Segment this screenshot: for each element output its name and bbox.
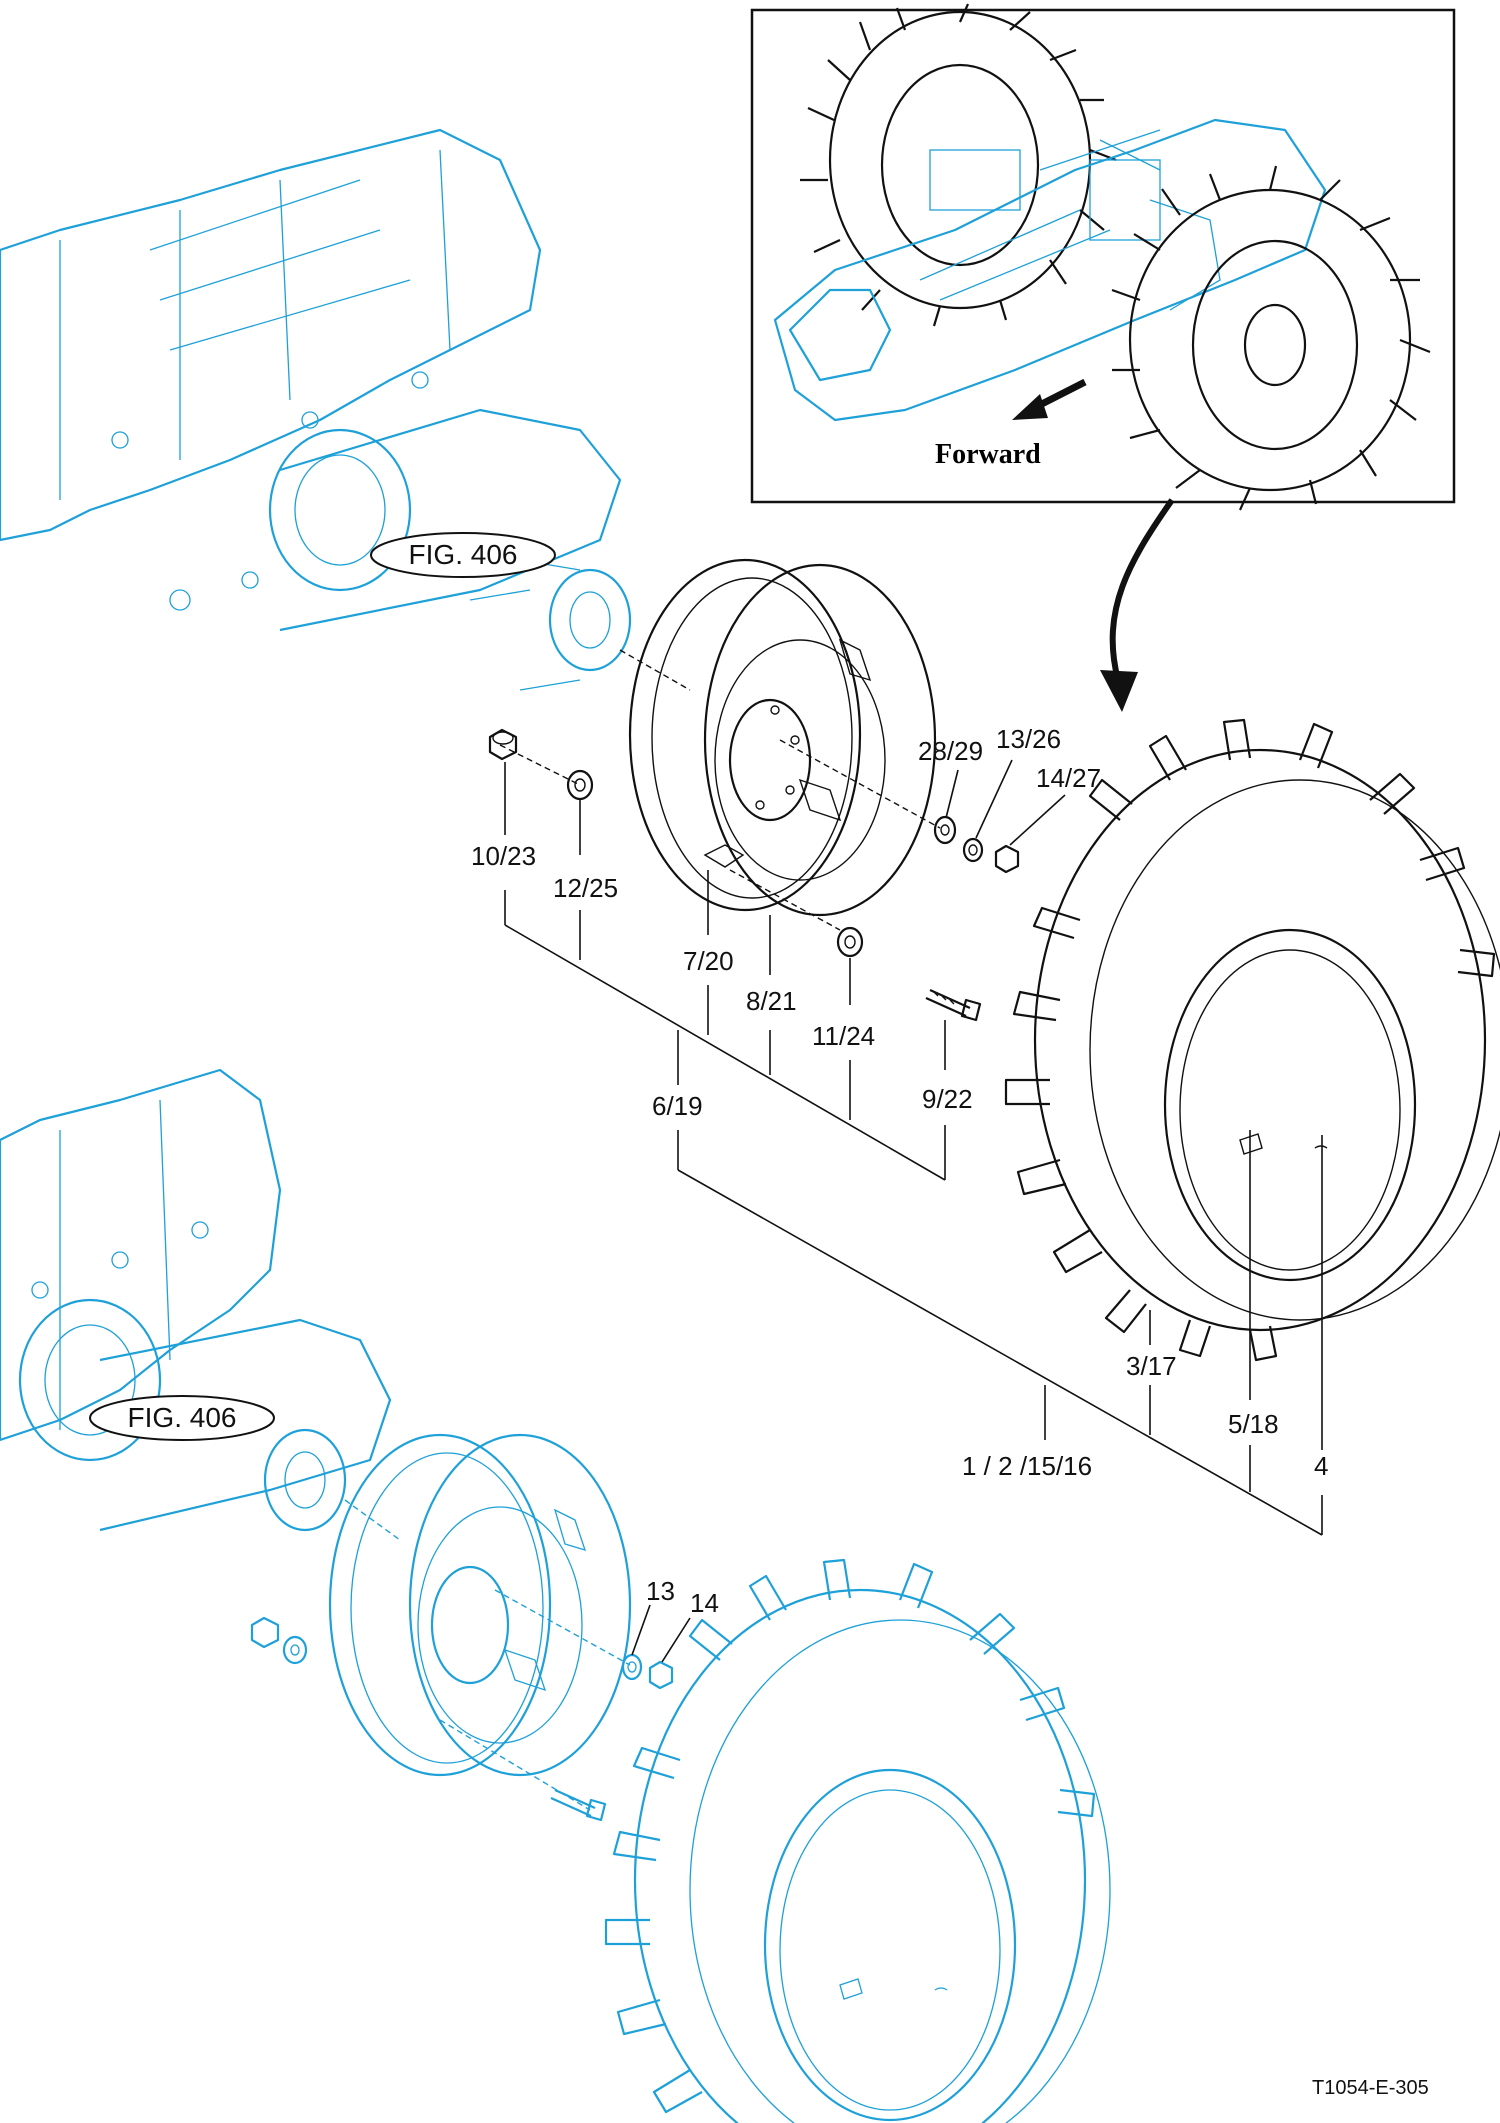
lower-nut-left xyxy=(250,1616,280,1649)
lower-washer-13 xyxy=(621,1653,643,1681)
inset-right-tire xyxy=(1111,165,1431,511)
callout-12-25: 12/25 xyxy=(553,873,618,903)
upper-hardware xyxy=(488,728,1020,1022)
upper-washer-11-24 xyxy=(836,926,864,958)
fig-ref-upper-text: FIG. 406 xyxy=(409,539,518,570)
upper-nut-14-27 xyxy=(994,844,1020,874)
lower-hardware xyxy=(250,1589,674,1822)
upper-washer-left xyxy=(566,769,594,801)
callout-labels: 28/29 13/26 14/27 10/23 12/25 7/20 8/21 … xyxy=(471,724,1328,1618)
fig-ref-lower-callout: FIG. 406 xyxy=(89,1395,275,1441)
callout-13: 13 xyxy=(646,1576,675,1606)
callout-10-23: 10/23 xyxy=(471,841,536,871)
callout-4: 4 xyxy=(1314,1451,1328,1481)
fig-ref-upper-callout: FIG. 406 xyxy=(370,532,556,578)
callout-9-22: 9/22 xyxy=(922,1084,973,1114)
curved-pointer-arrow-icon xyxy=(1100,498,1175,712)
lower-bolt xyxy=(550,1788,607,1822)
upper-washer-28-29 xyxy=(933,815,957,845)
forward-label: Forward xyxy=(935,439,1041,470)
inset-tractor-body xyxy=(773,118,1327,422)
drawing-code: T1054-E-305 xyxy=(1312,2077,1429,2099)
inset-panel: Forward xyxy=(750,3,1456,511)
callout-5-18: 5/18 xyxy=(1228,1409,1279,1439)
upper-wheel-rim xyxy=(619,558,937,917)
leader-lines xyxy=(504,759,1323,1663)
lower-tire xyxy=(604,1558,1111,2123)
lower-washer-left xyxy=(282,1635,308,1665)
lower-nut-14 xyxy=(648,1660,674,1690)
lower-wheel-rim xyxy=(328,1433,632,1777)
callout-11-24: 11/24 xyxy=(812,1021,875,1051)
fig-ref-lower-text: FIG. 406 xyxy=(128,1402,237,1433)
callout-7-20: 7/20 xyxy=(683,946,734,976)
upper-tractor-housing xyxy=(0,128,632,691)
callout-14-27: 14/27 xyxy=(1036,763,1101,793)
callout-28-29: 28/29 xyxy=(918,736,983,766)
upper-tire xyxy=(1004,718,1500,1362)
callout-1-2-15-16: 1 / 2 /15/16 xyxy=(962,1451,1092,1481)
lower-tractor-housing xyxy=(0,1068,392,1532)
upper-nut-left xyxy=(488,728,518,761)
upper-bolt-9-22 xyxy=(925,988,982,1022)
callout-13-26: 13/26 xyxy=(996,724,1061,754)
callout-14: 14 xyxy=(690,1588,719,1618)
forward-arrow-icon xyxy=(1012,378,1087,420)
upper-washer-13-26 xyxy=(962,837,984,863)
callout-8-21: 8/21 xyxy=(746,986,797,1016)
callout-6-19: 6/19 xyxy=(652,1091,703,1121)
callout-3-17: 3/17 xyxy=(1126,1351,1177,1381)
